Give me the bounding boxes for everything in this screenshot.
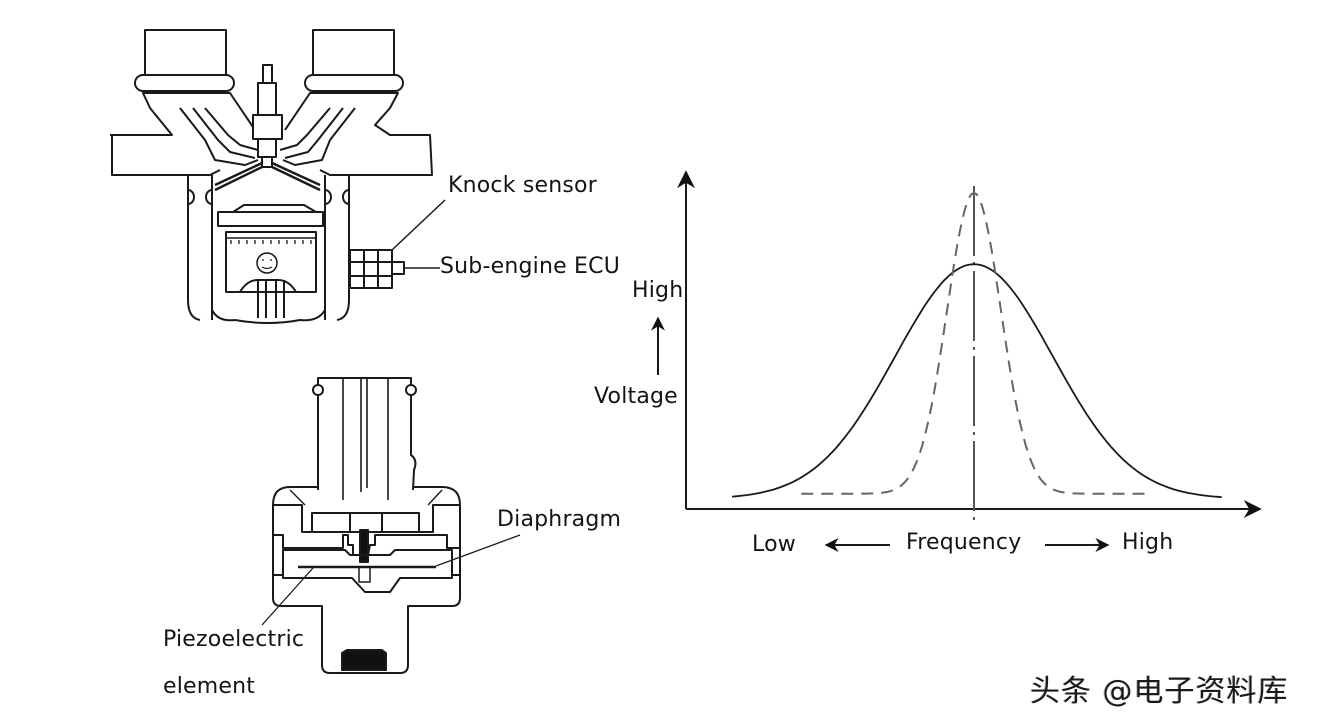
x-axis-label: Frequency [906,530,1022,555]
plunger [359,529,369,563]
knock-sensor-leader [391,199,446,251]
cylinder-wall-right [324,175,350,321]
left-cam-rim [134,74,235,92]
piston-ring [217,211,324,227]
left-cam-housing [144,29,227,76]
y-axis-label: Voltage [594,384,678,409]
x-high-label: High [1122,530,1174,555]
x-low-label: Low [752,532,796,557]
right-cam-housing [312,29,395,76]
right-cam-rim [304,74,404,92]
terminal-block [341,649,387,671]
piston-pin [256,252,278,274]
piston-crown [232,204,317,213]
inner-cavity [282,549,453,593]
housing-cap-dividers [349,513,383,532]
housing-middle [273,534,460,556]
housing-inner-top [273,504,460,533]
cylinder-head [110,92,433,176]
piston-ring-marks [230,240,312,244]
engine-cross-section [110,29,446,324]
watermark: 头条 @电子资料库 [1030,674,1289,709]
series-wide-response [732,263,1222,498]
element-label: element [163,674,256,699]
cylinder-wall-left [187,175,213,321]
piezo-stub [358,566,371,583]
left-port [179,107,259,166]
cylinder-bottom [211,309,326,324]
cylinder-bumps [187,189,350,205]
spark-plug-tip [262,64,273,84]
piston-pin-detail [261,259,273,270]
housing-bevel [289,489,443,506]
y-high-label: High [632,278,684,303]
right-port [279,107,356,166]
knock-sensor-label: Knock sensor [448,173,597,198]
piezo-leader [261,567,314,626]
piezoelectric-label: Piezoelectric [163,627,305,652]
frequency-response-chart [651,170,1262,552]
diaphragm-label: Diaphragm [497,507,622,532]
connecting-rod [226,279,316,318]
sensor-housing [272,486,461,674]
series-sharp-response [801,191,1147,495]
diaphragm-leader [435,534,521,567]
spark-plug-hex [252,114,283,140]
connector-clips [312,384,417,396]
spark-plug-electrode [261,156,273,168]
sub-engine-ecu-label: Sub-engine ECU [440,254,621,279]
connector-outline [317,377,417,491]
connector-ribs [342,378,389,500]
combustion-chamber [214,161,321,192]
spark-plug-insulator [257,82,277,116]
spark-plug-body [257,138,277,158]
knock-sensor-body [349,249,405,289]
knock-sensor-cutaway [261,377,521,674]
